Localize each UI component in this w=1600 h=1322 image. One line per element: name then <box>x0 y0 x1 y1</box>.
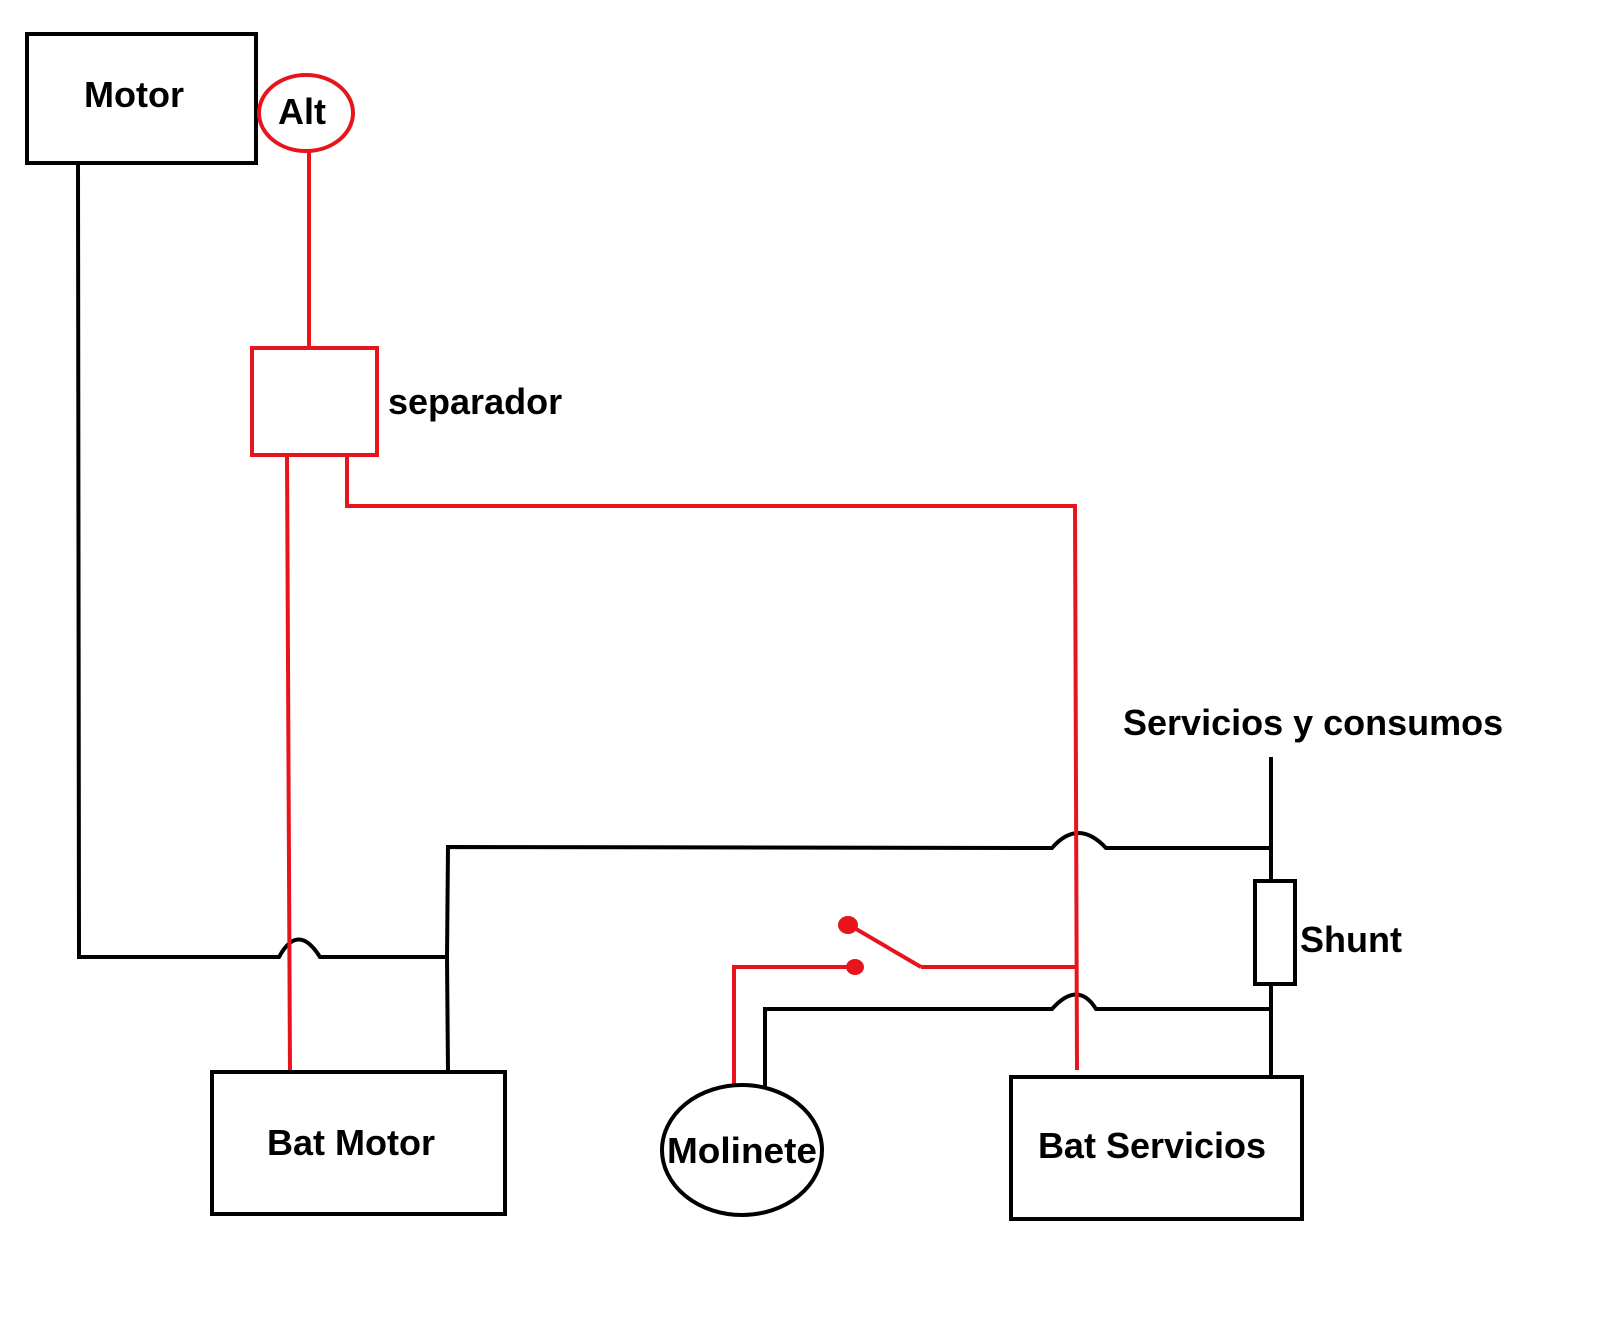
services-loads-label: Servicios y consumos <box>1123 702 1503 743</box>
windlass-switch <box>838 916 923 975</box>
switch-contact-bottom <box>846 959 864 975</box>
alternator-component: Alt <box>257 73 355 153</box>
windlass-circle <box>660 1083 824 1217</box>
switch-contact-top <box>838 916 858 934</box>
wire-separador-to-bat-motor <box>285 454 292 1075</box>
wire-bat-motor-to-services <box>445 831 1271 958</box>
windlass-component: Molinete <box>660 1083 824 1217</box>
wire-motor-to-bat-motor <box>76 162 450 1074</box>
separator-box <box>250 346 379 457</box>
wire-separador-to-bat-servicios <box>345 455 1079 1071</box>
shunt-label: Shunt <box>1300 919 1402 960</box>
service-battery-component: Bat Servicios <box>1009 1075 1304 1221</box>
separator-label: separador <box>388 381 562 422</box>
motor-box <box>25 32 258 165</box>
motor-component: Motor <box>25 32 258 165</box>
engine-battery-component: Bat Motor <box>210 1070 507 1216</box>
engine-battery-label: Bat Motor <box>267 1122 435 1163</box>
positive-wires <box>285 152 1079 1085</box>
alternator-label: Alt <box>278 91 326 132</box>
motor-label: Motor <box>84 74 184 115</box>
service-battery-label: Bat Servicios <box>1038 1125 1266 1166</box>
shunt-resistor <box>1253 879 1297 986</box>
alternator-circle <box>257 73 355 153</box>
shunt-component: Shunt <box>1253 879 1402 986</box>
negative-wires <box>76 162 1273 1088</box>
wire-molinete-to-shunt <box>763 992 1271 1088</box>
switch-blade <box>849 924 923 969</box>
wire-switch-to-molinete <box>732 965 853 1085</box>
windlass-label: Molinete <box>667 1130 817 1171</box>
separator-component: separador <box>250 346 562 457</box>
engine-battery-box <box>210 1070 507 1216</box>
service-battery-box <box>1009 1075 1304 1221</box>
